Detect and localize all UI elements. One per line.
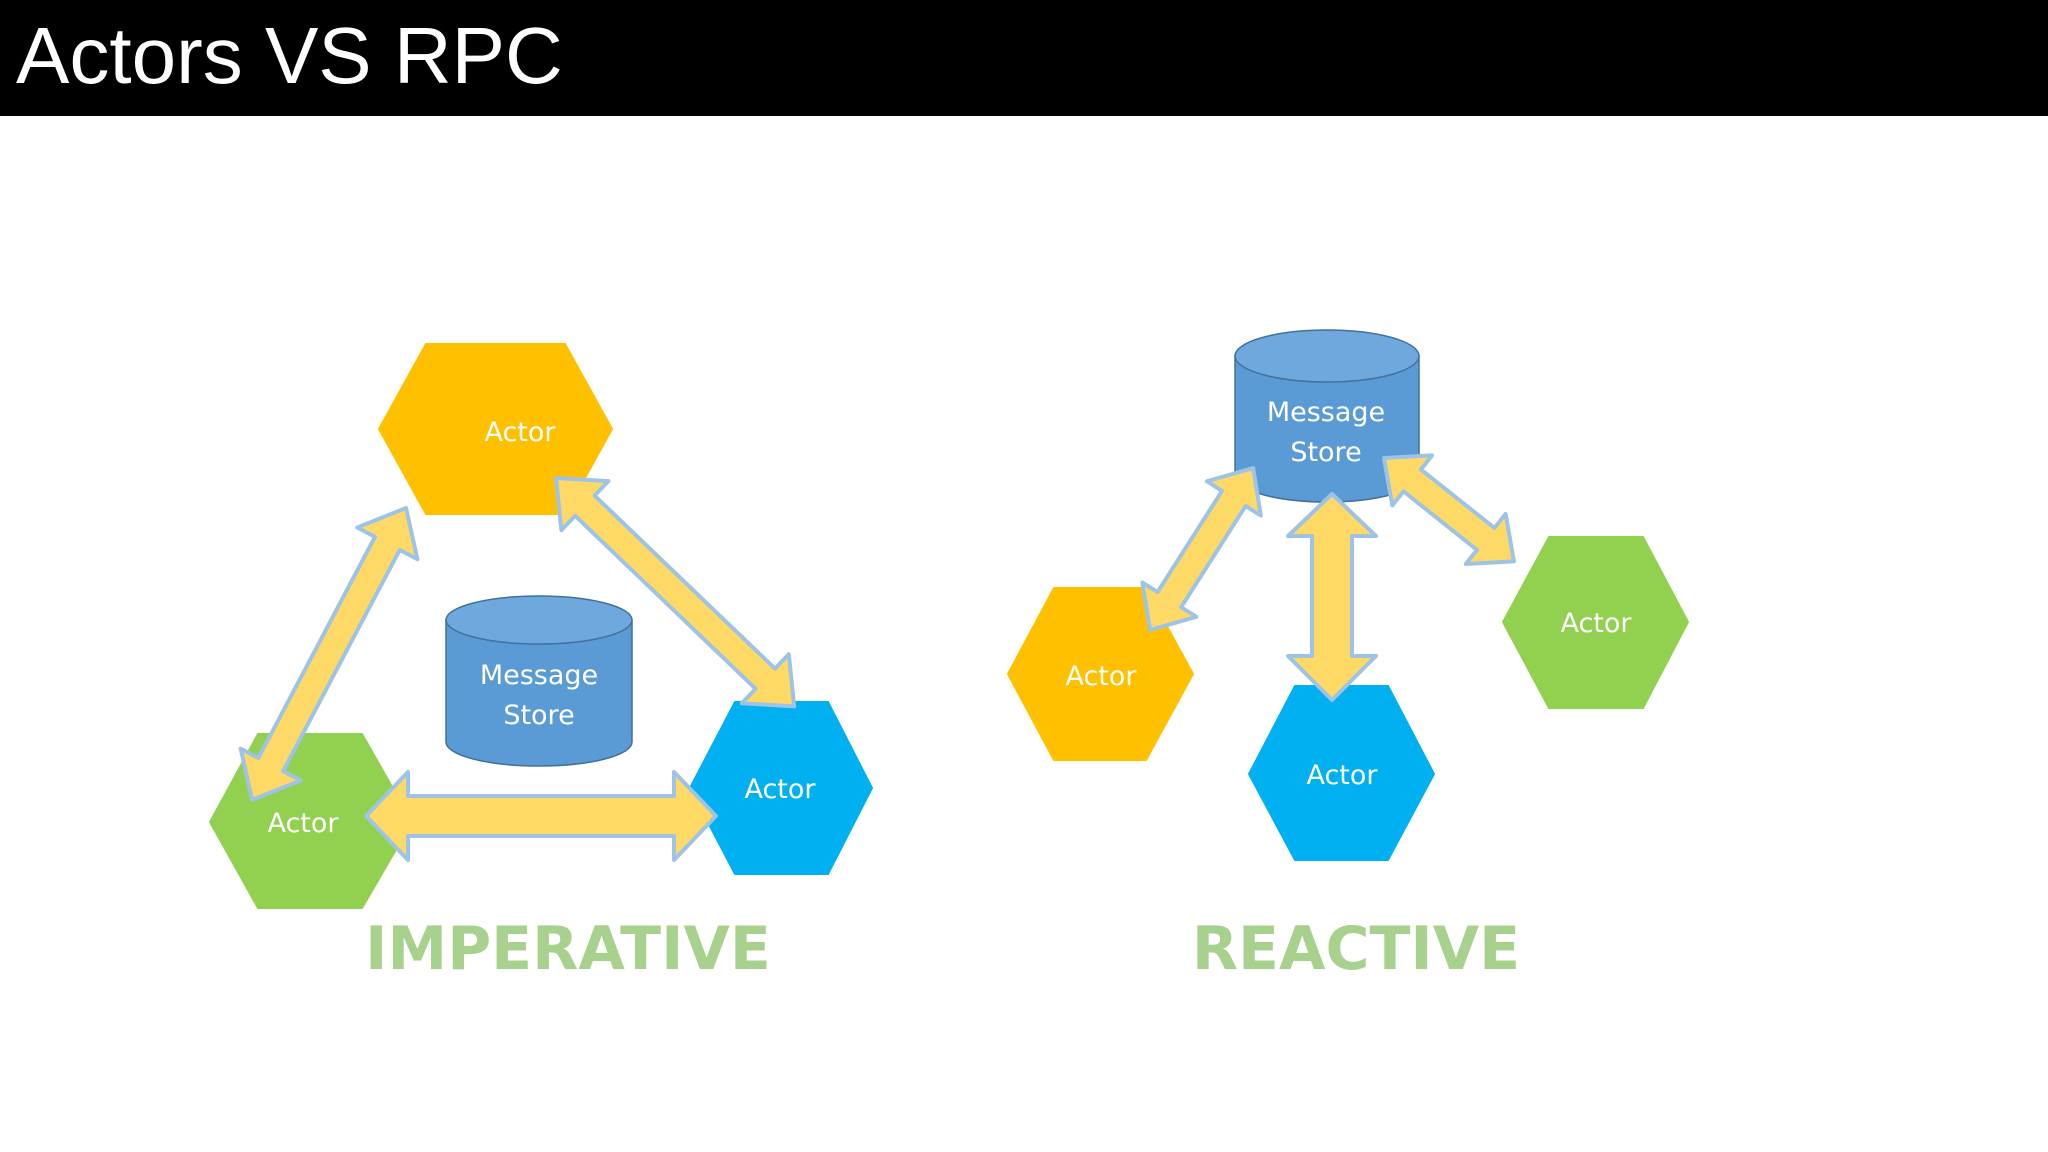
reactive-actor-left-label: Actor [1065, 661, 1137, 692]
imperative-store-label-line1: Message [480, 660, 598, 691]
imperative-message-store: Message Store [445, 595, 633, 767]
reactive-actor-bottom: Actor [1247, 685, 1436, 861]
reactive-message-store: Message Store [1234, 329, 1420, 503]
reactive-arrow-middle [1286, 492, 1378, 702]
reactive-arrow-right [1382, 453, 1516, 566]
imperative-arrow-bottom [364, 770, 718, 862]
imperative-label: IMPERATIVE [365, 914, 771, 984]
imperative-actor-left-label: Actor [267, 808, 339, 839]
actors-diagram: Message Store Actor Actor Actor [208, 329, 1690, 984]
reactive-store-label-line1: Message [1267, 397, 1385, 428]
imperative-arrow-top-left [238, 506, 420, 802]
reactive-actor-right-label: Actor [1560, 608, 1632, 639]
imperative-store-label-line2: Store [503, 700, 574, 731]
reactive-actor-right: Actor [1501, 536, 1690, 709]
reactive-diagram: Message Store Actor Actor Actor [1006, 329, 1690, 984]
reactive-actor-left: Actor [1006, 587, 1195, 761]
imperative-diagram: Message Store Actor Actor Actor [208, 343, 874, 984]
reactive-label: REACTIVE [1192, 914, 1520, 984]
reactive-store-label-line2: Store [1290, 437, 1361, 468]
imperative-actor-right-label: Actor [744, 774, 816, 805]
imperative-actor-top-label: Actor [484, 417, 556, 448]
imperative-actor-right: Actor [688, 701, 874, 875]
reactive-actor-bottom-label: Actor [1306, 760, 1378, 791]
reactive-arrow-left [1140, 466, 1263, 632]
imperative-arrow-top-right [554, 476, 797, 709]
slide-title: Actors VS RPC [16, 11, 563, 100]
title-bar: Actors VS RPC [0, 0, 2048, 116]
